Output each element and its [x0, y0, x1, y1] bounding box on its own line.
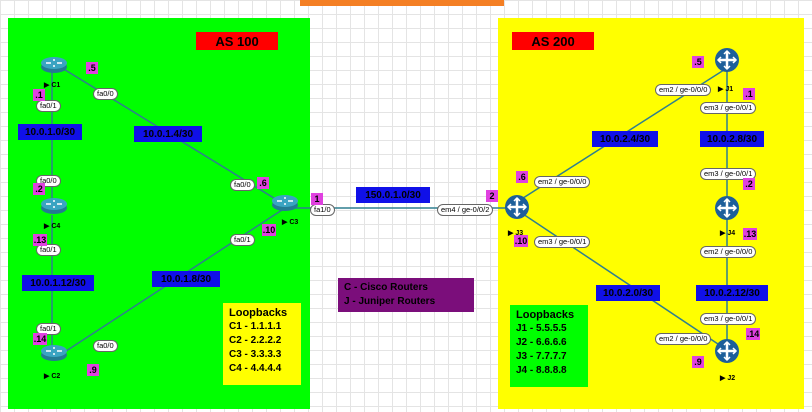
port-j4-em2: em2 / ge-0/0/0 [700, 246, 757, 258]
ip-tag-j3-6: .6 [516, 171, 528, 183]
subnet-j4-j2: 10.0.2.12/30 [696, 285, 768, 301]
ip-tag-j1-5: .5 [692, 56, 704, 68]
router-j3[interactable] [504, 194, 530, 225]
device-label-c3: ▶ C3 [282, 219, 299, 226]
ip-tag-j3-2: 2 [486, 190, 498, 202]
top-title-bar [300, 0, 504, 6]
router-j4[interactable] [714, 195, 740, 226]
subnet-c3-j3: 150.0.1.0/30 [356, 187, 430, 203]
ip-tag-c4-13: .13 [33, 234, 47, 246]
port-j1-em3: em3 / ge-0/0/1 [700, 102, 757, 114]
loopbacks-juniper-title: Loopbacks [516, 309, 575, 321]
loopback-c3: C3 - 3.3.3.3 [229, 349, 282, 360]
juniper-router-icon [715, 196, 739, 220]
loopbacks-cisco-title: Loopbacks [229, 307, 288, 319]
subnet-j1-j3: 10.0.2.4/30 [592, 131, 658, 147]
juniper-router-icon [505, 195, 529, 219]
ip-tag-c1-1: .1 [33, 89, 45, 101]
device-label-j1: ▶ J1 [718, 86, 734, 93]
port-j3-em3: em3 / ge-0/0/1 [534, 236, 591, 248]
ip-tag-j4-2: .2 [743, 178, 755, 190]
subnet-c1-c4: 10.0.1.0/30 [18, 124, 82, 140]
cisco-router-icon [41, 198, 67, 214]
device-label-j4: ▶ J4 [720, 230, 736, 237]
juniper-router-icon [715, 48, 739, 72]
loopbacks-cisco: Loopbacks C1 - 1.1.1.1 C2 - 2.2.2.2 C3 -… [223, 303, 301, 385]
cisco-router-icon [41, 57, 67, 73]
ip-tag-c3-6: .6 [257, 177, 269, 189]
subnet-c2-c3: 10.0.1.8/30 [152, 271, 220, 287]
loopback-j3: J3 - 7.7.7.7 [516, 351, 567, 362]
ip-tag-j2-9: .9 [692, 356, 704, 368]
loopbacks-juniper: Loopbacks J1 - 5.5.5.5 J2 - 6.6.6.6 J3 -… [510, 305, 588, 387]
subnet-j3-j2: 10.0.2.0/30 [596, 285, 660, 301]
port-c2-fa01: fa0/1 [36, 323, 61, 335]
router-c1[interactable] [40, 56, 68, 79]
router-c2[interactable] [40, 344, 68, 367]
device-label-j3: ▶ J3 [508, 230, 524, 237]
ip-tag-c2-14: .14 [33, 333, 47, 345]
subnet-c1-c3: 10.0.1.4/30 [134, 126, 202, 142]
link-j3-j2 [519, 211, 728, 351]
legend-cisco: C - Cisco Routers [344, 282, 428, 293]
loopback-j1: J1 - 5.5.5.5 [516, 323, 567, 334]
port-j2-em2: em2 / ge-0/0/0 [655, 333, 712, 345]
port-c3-fa10: fa1/0 [310, 204, 335, 216]
ip-tag-c3-10: .10 [262, 224, 276, 236]
as100-label: AS 100 [196, 32, 278, 50]
router-legend: C - Cisco Routers J - Juniper Routers [338, 278, 474, 312]
loopback-c4: C4 - 4.4.4.4 [229, 363, 282, 374]
loopback-j2: J2 - 6.6.6.6 [516, 337, 567, 348]
port-c4-fa01: fa0/1 [36, 244, 61, 256]
port-c1-fa01: fa0/1 [36, 100, 61, 112]
port-c1-fa00: fa0/0 [93, 88, 118, 100]
as200-label: AS 200 [512, 32, 594, 50]
router-j1[interactable] [714, 47, 740, 78]
ip-tag-c1-5: .5 [86, 62, 98, 74]
cisco-router-icon [272, 195, 298, 211]
port-j4-em3: em3 / ge-0/0/1 [700, 168, 757, 180]
device-label-c2: ▶ C2 [44, 373, 61, 380]
ip-tag-c4-2: .2 [33, 183, 45, 195]
port-c2-fa00: fa0/0 [93, 340, 118, 352]
device-label-c4: ▶ C4 [44, 223, 61, 230]
subnet-j1-j4: 10.0.2.8/30 [700, 131, 764, 147]
router-c4[interactable] [40, 197, 68, 220]
ip-tag-j1-1: .1 [743, 88, 755, 100]
cisco-router-icon [41, 345, 67, 361]
port-c3-fa00: fa0/0 [230, 179, 255, 191]
ip-tag-j4-13: .13 [743, 228, 757, 240]
ip-tag-c2-9: .9 [87, 364, 99, 376]
router-c3[interactable] [271, 194, 299, 217]
ip-tag-c3-1: 1 [311, 193, 323, 205]
port-j3-em2: em2 / ge-0/0/0 [534, 176, 591, 188]
juniper-router-icon [715, 339, 739, 363]
device-label-j2: ▶ J2 [720, 375, 736, 382]
port-c3-fa01: fa0/1 [230, 234, 255, 246]
loopback-c2: C2 - 2.2.2.2 [229, 335, 282, 346]
device-label-c1: ▶ C1 [44, 82, 61, 89]
port-j1-em2: em2 / ge-0/0/0 [655, 84, 712, 96]
ip-tag-j2-14: .14 [746, 328, 760, 340]
ip-tag-j3-10: .10 [514, 235, 528, 247]
legend-juniper: J - Juniper Routers [344, 296, 436, 307]
router-j2[interactable] [714, 338, 740, 369]
subnet-c4-c2: 10.0.1.12/30 [22, 275, 94, 291]
port-j3-em4: em4 / ge-0/0/2 [437, 204, 494, 216]
loopback-c1: C1 - 1.1.1.1 [229, 321, 282, 332]
loopback-j4: J4 - 8.8.8.8 [516, 365, 567, 376]
port-j2-em3: em3 / ge-0/0/1 [700, 313, 757, 325]
